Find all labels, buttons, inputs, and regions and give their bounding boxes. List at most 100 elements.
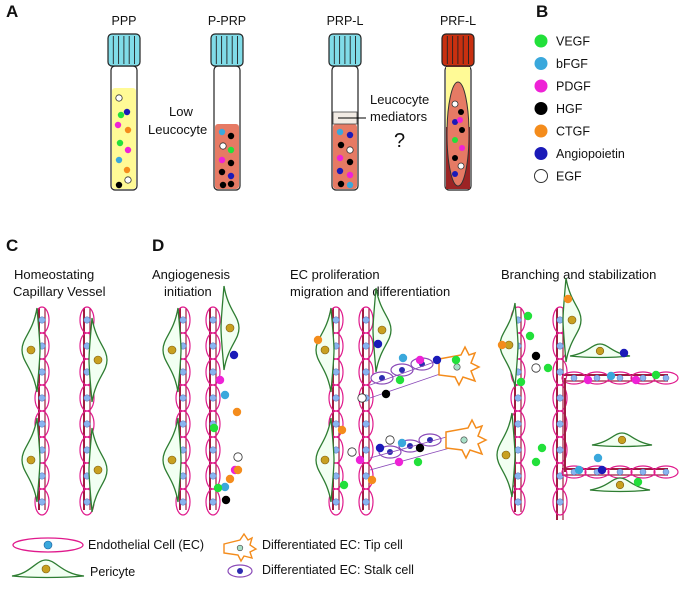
question-mark: ? bbox=[394, 130, 405, 152]
factor-dot bbox=[115, 156, 123, 164]
factor-dot bbox=[375, 443, 385, 453]
factor-dot bbox=[593, 453, 603, 463]
pericyte-nucleus bbox=[26, 345, 36, 355]
pericyte-nucleus bbox=[567, 315, 577, 325]
factor-dot bbox=[339, 480, 349, 490]
factor-dot bbox=[313, 335, 323, 345]
factor-dot bbox=[337, 180, 345, 188]
factor-dot bbox=[452, 155, 458, 161]
factor-dot bbox=[497, 340, 507, 350]
tube-title-prfl: PRF-L bbox=[440, 14, 476, 28]
endothelial-cell bbox=[175, 488, 191, 516]
factor-dot bbox=[221, 495, 231, 505]
endothelial-cell bbox=[552, 488, 568, 516]
factor-dot bbox=[220, 390, 230, 400]
factor-dot bbox=[218, 156, 226, 164]
factor-dot bbox=[367, 475, 377, 485]
panel-d-label: D bbox=[152, 236, 164, 255]
factor-dot bbox=[346, 146, 354, 154]
factor-dot bbox=[651, 370, 661, 380]
factor-dot bbox=[583, 375, 593, 385]
factor-dot bbox=[115, 94, 123, 102]
ec-nucleus bbox=[209, 394, 217, 402]
factor-dot bbox=[459, 145, 465, 151]
bfgf-legend-label: bFGF bbox=[556, 57, 588, 71]
factor-dot bbox=[220, 482, 230, 492]
ec-nucleus bbox=[616, 468, 624, 476]
tube-title-ppp: PPP bbox=[111, 14, 136, 28]
stalk-cell-nucleus bbox=[387, 449, 393, 455]
pericyte-nucleus bbox=[617, 435, 627, 445]
factor-dot bbox=[452, 119, 458, 125]
angiopoietin-legend-dot bbox=[534, 147, 548, 160]
angiopoietin-legend-label: Angiopoietin bbox=[556, 147, 625, 161]
ec-nucleus bbox=[639, 468, 647, 476]
factor-dot bbox=[633, 477, 643, 487]
endothelial-cell bbox=[584, 465, 610, 479]
stalk-cell-nucleus bbox=[399, 367, 405, 373]
ec-nucleus bbox=[362, 368, 370, 376]
factor-dot bbox=[451, 100, 459, 108]
factor-dot bbox=[337, 141, 345, 149]
factor-dot bbox=[227, 159, 235, 167]
panel-c-label: C bbox=[6, 236, 18, 255]
stalk-cell-nucleus bbox=[407, 443, 413, 449]
factor-dot bbox=[225, 474, 235, 484]
factor-dot bbox=[631, 375, 641, 385]
factor-dot bbox=[215, 375, 225, 385]
factor-dot bbox=[218, 128, 226, 136]
pericyte-nucleus bbox=[225, 323, 235, 333]
ec-nucleus bbox=[556, 498, 564, 506]
factor-dot bbox=[233, 465, 243, 475]
ec-nucleus bbox=[662, 374, 670, 382]
factor-dot bbox=[123, 108, 131, 116]
factor-dot bbox=[543, 363, 553, 373]
ec-nucleus bbox=[209, 446, 217, 454]
endothelial-cell bbox=[510, 488, 526, 516]
factor-dot bbox=[336, 128, 344, 136]
factor-dot bbox=[458, 109, 464, 115]
pericyte-nucleus bbox=[320, 455, 330, 465]
ec-nucleus bbox=[362, 342, 370, 350]
ec-nucleus bbox=[209, 342, 217, 350]
ec-nucleus bbox=[514, 498, 522, 506]
ec-nucleus bbox=[662, 468, 670, 476]
ec-nucleus bbox=[514, 420, 522, 428]
factor-dot bbox=[563, 294, 573, 304]
factor-dot bbox=[531, 351, 541, 361]
hgf-legend-label: HGF bbox=[556, 102, 583, 116]
ec-nucleus bbox=[514, 446, 522, 454]
factor-dot bbox=[394, 457, 404, 467]
factor-dot bbox=[531, 363, 541, 373]
pericyte-nucleus bbox=[595, 346, 605, 356]
legend-ec-label: Endothelial Cell (EC) bbox=[88, 538, 204, 552]
factor-dot bbox=[619, 348, 629, 358]
ec-nucleus bbox=[514, 472, 522, 480]
factor-dot bbox=[116, 139, 124, 147]
endothelial-cell bbox=[653, 465, 679, 479]
ec-nucleus bbox=[362, 446, 370, 454]
factor-dot bbox=[381, 389, 391, 399]
ec-nucleus bbox=[179, 394, 187, 402]
vegf-legend-label: VEGF bbox=[556, 35, 590, 49]
factor-dot bbox=[117, 111, 125, 119]
ec-nucleus bbox=[38, 316, 46, 324]
factor-dot bbox=[219, 181, 227, 189]
stage3-title-line2: migration and differentiation bbox=[290, 284, 450, 299]
pericyte-nucleus bbox=[93, 465, 103, 475]
endothelial-cell bbox=[205, 488, 221, 516]
sprout-outline bbox=[369, 359, 441, 399]
factor-dot bbox=[124, 146, 132, 154]
tubes bbox=[107, 33, 475, 191]
pericyte-nucleus bbox=[501, 450, 511, 460]
factor-dot bbox=[373, 339, 383, 349]
ec-nucleus bbox=[570, 374, 578, 382]
panel-a-label: A bbox=[6, 2, 18, 21]
factor-dot bbox=[232, 407, 242, 417]
stage1-title-line1: Homeostating bbox=[14, 267, 94, 282]
legend-pericyte-label: Pericyte bbox=[90, 565, 135, 579]
pericyte-nucleus bbox=[93, 355, 103, 365]
panel-b-label: B bbox=[536, 2, 548, 21]
pericyte-nucleus bbox=[615, 480, 625, 490]
